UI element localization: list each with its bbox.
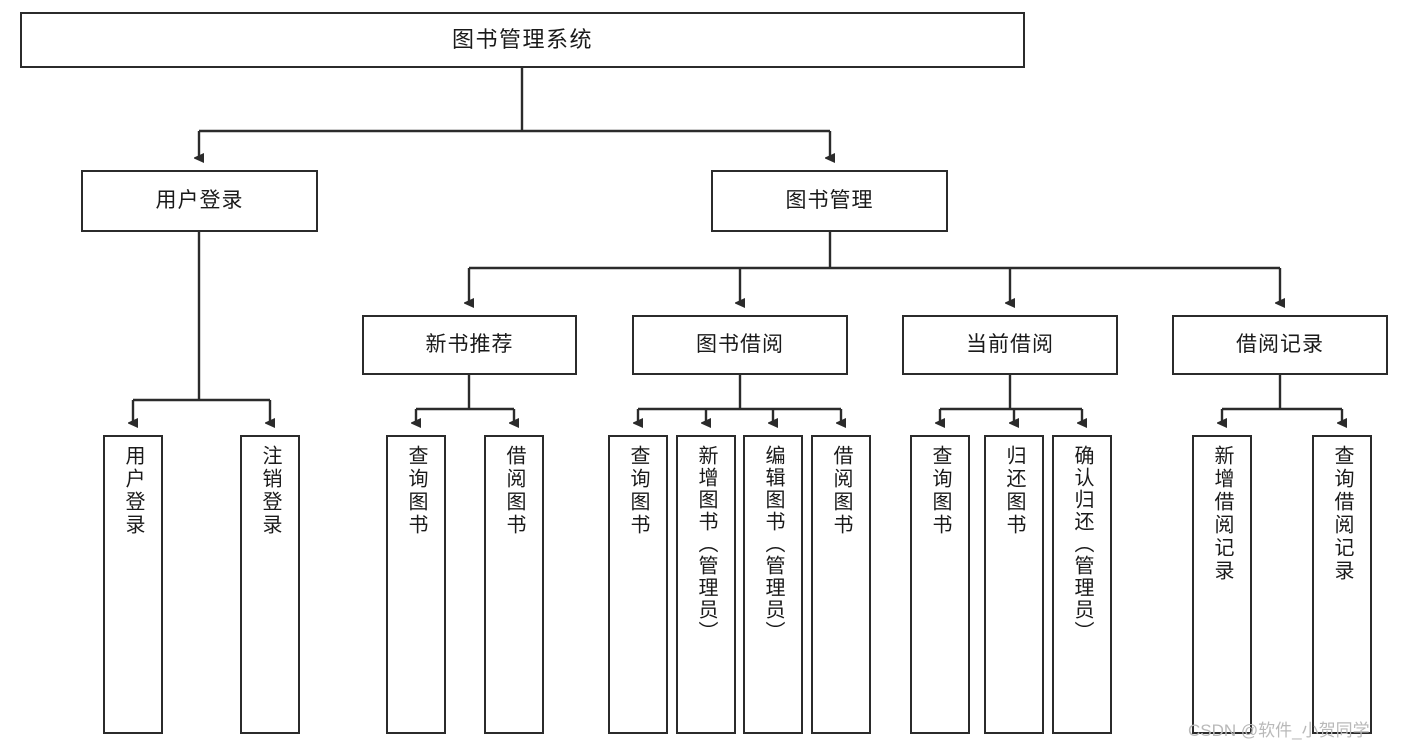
node-current-borrow[interactable]: 当前借阅 (902, 315, 1118, 375)
csdn-watermark: CSDN @软件_小贺同学 (1188, 721, 1370, 740)
node-leaf-query-book-2-label: 查询图书 (627, 445, 649, 537)
node-user-login[interactable]: 用户登录 (81, 170, 318, 232)
node-leaf-edit-book-label: 编辑图书（管理员） (762, 445, 784, 643)
node-book-manage[interactable]: 图书管理 (711, 170, 948, 232)
node-borrow-record[interactable]: 借阅记录 (1172, 315, 1388, 375)
node-current-borrow-label: 当前借阅 (966, 332, 1054, 356)
node-borrow-record-label: 借阅记录 (1236, 332, 1324, 356)
node-root-label: 图书管理系统 (451, 27, 593, 53)
node-leaf-query-book-3[interactable]: 查询图书 (910, 435, 970, 734)
node-new-book-recommend[interactable]: 新书推荐 (362, 315, 577, 375)
node-book-borrow[interactable]: 图书借阅 (632, 315, 848, 375)
node-leaf-confirm-return[interactable]: 确认归还（管理员） (1052, 435, 1112, 734)
node-leaf-borrow-book-1-label: 借阅图书 (503, 445, 525, 537)
node-leaf-add-borrow-record[interactable]: 新增借阅记录 (1192, 435, 1252, 734)
node-leaf-query-book-3-label: 查询图书 (929, 445, 951, 537)
node-leaf-add-borrow-record-label: 新增借阅记录 (1211, 445, 1233, 583)
node-leaf-logout-label: 注销登录 (259, 445, 281, 537)
node-leaf-query-book-1-label: 查询图书 (405, 445, 427, 537)
node-leaf-query-book-2[interactable]: 查询图书 (608, 435, 668, 734)
node-root[interactable]: 图书管理系统 (20, 12, 1025, 68)
node-leaf-return-book[interactable]: 归还图书 (984, 435, 1044, 734)
node-leaf-borrow-book-2-label: 借阅图书 (830, 445, 852, 537)
node-leaf-query-borrow-record[interactable]: 查询借阅记录 (1312, 435, 1372, 734)
node-leaf-query-borrow-record-label: 查询借阅记录 (1331, 445, 1353, 583)
node-leaf-query-book-1[interactable]: 查询图书 (386, 435, 446, 734)
node-user-login-label: 用户登录 (155, 188, 244, 212)
node-leaf-user-login-label: 用户登录 (122, 445, 144, 537)
node-leaf-confirm-return-label: 确认归还（管理员） (1071, 445, 1093, 643)
node-leaf-add-book-label: 新增图书（管理员） (695, 445, 717, 643)
node-leaf-return-book-label: 归还图书 (1003, 445, 1025, 537)
node-book-borrow-label: 图书借阅 (696, 332, 784, 356)
node-new-book-recommend-label: 新书推荐 (425, 332, 514, 356)
node-leaf-edit-book[interactable]: 编辑图书（管理员） (743, 435, 803, 734)
node-leaf-logout[interactable]: 注销登录 (240, 435, 300, 734)
node-book-manage-label: 图书管理 (785, 188, 874, 212)
node-leaf-user-login[interactable]: 用户登录 (103, 435, 163, 734)
node-leaf-add-book[interactable]: 新增图书（管理员） (676, 435, 736, 734)
node-leaf-borrow-book-2[interactable]: 借阅图书 (811, 435, 871, 734)
node-leaf-borrow-book-1[interactable]: 借阅图书 (484, 435, 544, 734)
